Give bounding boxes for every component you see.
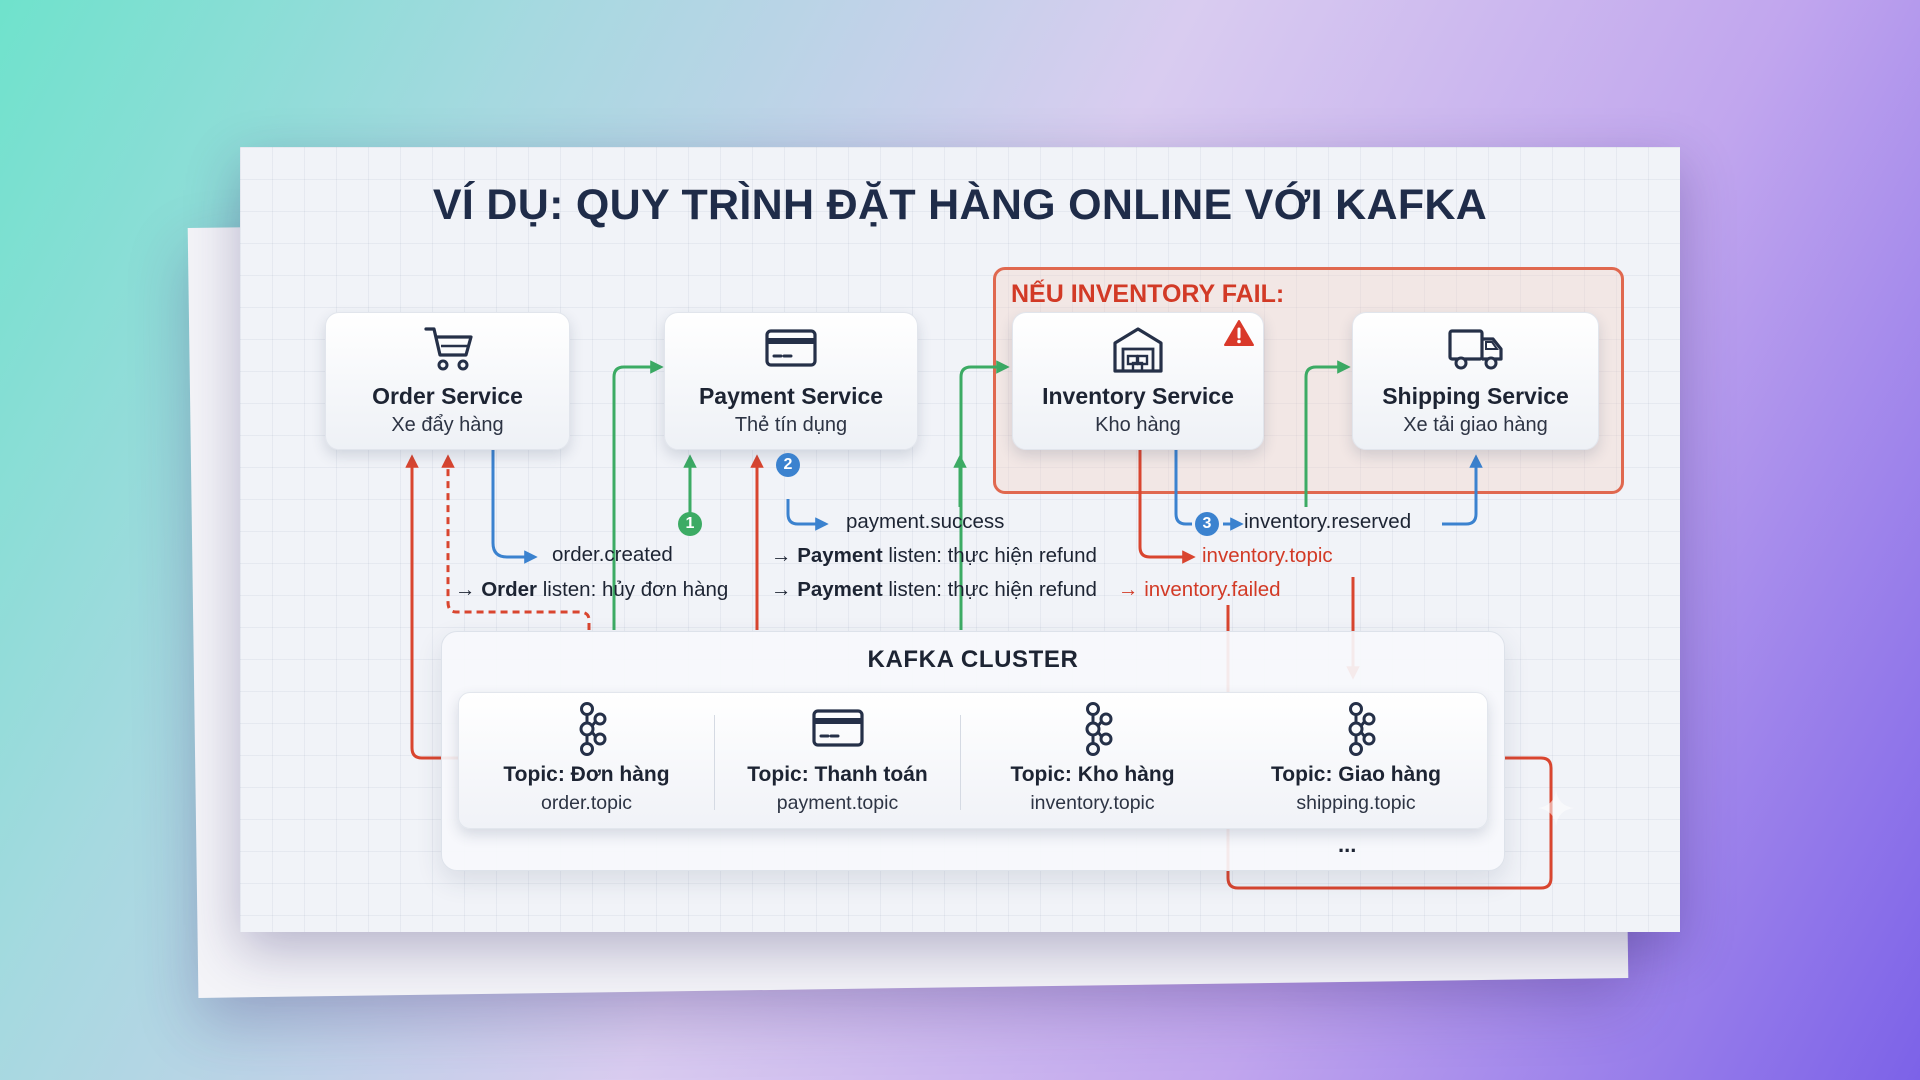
order-created-label: order.created bbox=[552, 543, 673, 566]
topic-inventory-sub: inventory.topic bbox=[1030, 792, 1155, 814]
listener-text: listen: thực hiện refund bbox=[882, 544, 1097, 567]
inventory-service-sub: Kho hàng bbox=[1095, 414, 1181, 436]
order-to-payment-flow bbox=[612, 360, 664, 630]
step-2-badge: 2 bbox=[776, 453, 800, 477]
credit-card-icon bbox=[715, 701, 960, 757]
payment-service-sub: Thẻ tín dụng bbox=[734, 414, 848, 436]
shipping-loop-flow bbox=[1226, 605, 1553, 890]
flow-arrows bbox=[405, 360, 1553, 890]
topic-payment-name: Topic: Thanh toán bbox=[747, 763, 928, 786]
payment-success-flow bbox=[786, 499, 829, 531]
reserved-to-shipping-flow bbox=[1442, 454, 1483, 526]
topic-shipping[interactable]: Topic: Giao hàng shipping.topic bbox=[1225, 693, 1487, 828]
listener-arrow: → bbox=[455, 578, 476, 601]
inventory-reserved-label: inventory.reserved bbox=[1244, 510, 1412, 533]
payment-refund-listener-2: → Payment listen: thực hiện refund bbox=[771, 578, 1097, 602]
topics-panel: Topic: Đơn hàng order.topic Topic: Thanh… bbox=[458, 692, 1488, 829]
topic-shipping-name: Topic: Giao hàng bbox=[1271, 763, 1441, 786]
kafka-icon bbox=[961, 701, 1224, 757]
topic-inventory-name: Topic: Kho hàng bbox=[1010, 763, 1175, 786]
listener-text: listen: hủy đơn hàng bbox=[537, 578, 729, 601]
topic-payment-sub: payment.topic bbox=[776, 792, 899, 814]
diagram-slide: VÍ DỤ: QUY TRÌNH ĐẶT HÀNG ONLINE VỚI KAF… bbox=[240, 147, 1680, 932]
order-service-card[interactable]: Order Service Xe đẩy hàng bbox=[325, 312, 570, 450]
inventory-service-name: Inventory Service bbox=[1042, 383, 1234, 409]
diagram-title: VÍ DỤ: QUY TRÌNH ĐẶT HÀNG ONLINE VỚI KAF… bbox=[432, 181, 1488, 229]
order-cancel-dashed-flow bbox=[441, 454, 591, 630]
listener-actor-order: Order bbox=[481, 578, 538, 601]
order-created-flow bbox=[491, 450, 538, 564]
inventory-failed-label: → inventory.failed bbox=[1118, 578, 1281, 602]
listener-text: listen: thực hiện refund bbox=[882, 578, 1097, 601]
payment-refund-listener-1: → Payment listen: thực hiện refund bbox=[771, 544, 1097, 568]
topic-divider bbox=[714, 715, 715, 810]
step-3-badge: 3 bbox=[1195, 512, 1219, 536]
payment-service-name: Payment Service bbox=[698, 383, 884, 409]
topic-payment[interactable]: Topic: Thanh toán payment.topic bbox=[715, 693, 960, 828]
kafka-cluster-title: KAFKA CLUSTER bbox=[867, 646, 1079, 673]
more-topics-ellipsis: ... bbox=[1338, 832, 1357, 857]
payment-to-inventory-flow bbox=[959, 360, 1010, 630]
kafka-icon bbox=[1225, 701, 1487, 757]
order-cancel-listener: → Order listen: hủy đơn hàng bbox=[455, 578, 728, 602]
payment-success-label: payment.success bbox=[846, 510, 1005, 533]
inventory-reserved-flow bbox=[1174, 450, 1192, 526]
sparkle-icon bbox=[1536, 788, 1576, 833]
delivery-truck-icon bbox=[1353, 323, 1598, 373]
credit-card-icon bbox=[665, 323, 917, 373]
order-cancel-flow bbox=[405, 454, 458, 760]
inventory-fail-flow bbox=[1138, 450, 1196, 564]
shipping-service-name: Shipping Service bbox=[1382, 383, 1569, 409]
listener-arrow: → bbox=[771, 544, 792, 567]
order-service-name: Order Service bbox=[372, 383, 523, 409]
topic-inventory[interactable]: Topic: Kho hàng inventory.topic bbox=[961, 693, 1224, 828]
warning-triangle-icon bbox=[1223, 319, 1255, 352]
topic-order-sub: order.topic bbox=[540, 792, 633, 814]
step-1-badge: 1 bbox=[678, 512, 702, 536]
topic-divider bbox=[960, 715, 961, 810]
shopping-cart-icon bbox=[326, 323, 569, 373]
listener-actor-payment: Payment bbox=[797, 544, 883, 567]
topic-shipping-sub: shipping.topic bbox=[1296, 792, 1416, 814]
inventory-service-card[interactable]: Inventory Service Kho hàng bbox=[1012, 312, 1264, 450]
topic-order[interactable]: Topic: Đơn hàng order.topic bbox=[459, 693, 714, 828]
listener-arrow: → bbox=[771, 578, 792, 601]
listener-actor-payment: Payment bbox=[797, 578, 883, 601]
inventory-failed-text: inventory.failed bbox=[1144, 578, 1281, 601]
shipping-service-card[interactable]: Shipping Service Xe tải giao hàng bbox=[1352, 312, 1599, 450]
topic-order-name: Topic: Đơn hàng bbox=[503, 763, 670, 786]
order-service-sub: Xe đẩy hàng bbox=[391, 414, 504, 436]
shipping-service-sub: Xe tải giao hàng bbox=[1403, 414, 1548, 436]
kafka-cluster: KAFKA CLUSTER Topic: Đơn bbox=[441, 631, 1505, 871]
reserved-to-shipping-green bbox=[1304, 360, 1351, 507]
payment-service-card[interactable]: Payment Service Thẻ tín dụng bbox=[664, 312, 918, 450]
inventory-fail-title: NẾU INVENTORY FAIL: bbox=[1011, 280, 1285, 308]
warehouse-icon bbox=[1013, 323, 1263, 373]
failed-arrow: → bbox=[1118, 578, 1139, 601]
kafka-icon bbox=[459, 701, 714, 757]
inventory-topic-label: inventory.topic bbox=[1202, 544, 1333, 567]
